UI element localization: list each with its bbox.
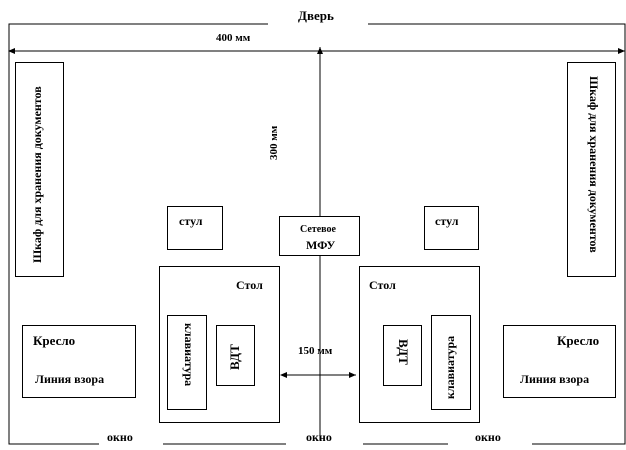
window-left-opening	[99, 440, 163, 448]
armchair-left	[22, 325, 136, 398]
keyboard-left	[167, 315, 207, 410]
cabinet-left-label: Шкаф для хранения документов	[30, 86, 44, 263]
armchair-right	[503, 325, 616, 398]
door-label: Дверь	[298, 8, 334, 23]
depth-dimension-label: 300 мм	[268, 125, 280, 160]
gap-dimension-label: 150 мм	[298, 345, 333, 357]
mfu-label-line1: Сетевое	[300, 224, 336, 235]
desk-left-label: Стол	[236, 278, 263, 292]
cabinet-right-label: Шкаф для хранения документов	[587, 76, 601, 253]
keyboard-right	[431, 315, 471, 410]
chair-right	[424, 206, 479, 250]
armchair-right-label: Кресло	[557, 333, 600, 348]
width-dimension-label: 400 мм	[216, 32, 251, 44]
cabinet-left	[15, 62, 64, 277]
chair-left-label: стул	[179, 214, 203, 228]
vdt-right	[383, 325, 422, 386]
window-center-label: окно	[306, 430, 332, 444]
vdt-left-label: ВДТ	[227, 344, 242, 370]
window-left-label: окно	[107, 430, 133, 444]
mfu-label-line2: МФУ	[306, 238, 336, 252]
vdt-left	[216, 325, 255, 386]
desk-right-label: Стол	[369, 278, 396, 292]
vdt-right-label: ВДТ	[396, 339, 411, 365]
sightline-right-label: Линия взора	[520, 372, 590, 386]
door-opening	[268, 20, 368, 28]
window-right-label: окно	[475, 430, 501, 444]
cabinet-right	[567, 62, 616, 277]
chair-right-label: стул	[435, 214, 459, 228]
network-mfu	[279, 216, 360, 256]
keyboard-right-label: клавиатура	[443, 335, 457, 399]
window-center-opening	[286, 440, 363, 448]
window-right-opening	[448, 440, 532, 448]
keyboard-left-label: клавиатура	[182, 323, 196, 387]
armchair-left-label: Кресло	[33, 333, 76, 348]
sightline-left-label: Линия взора	[35, 372, 105, 386]
chair-left	[167, 206, 223, 250]
